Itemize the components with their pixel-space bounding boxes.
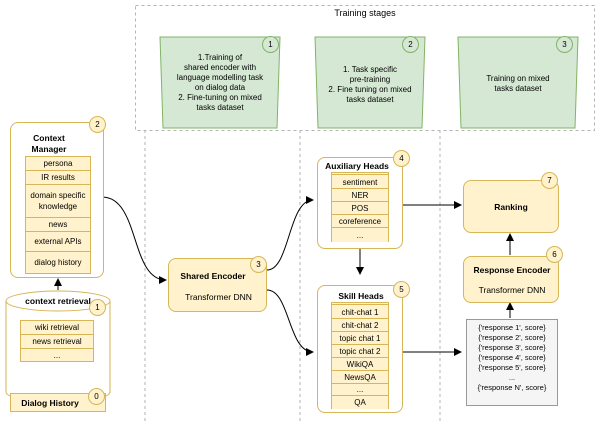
skill-head-item: QA xyxy=(354,398,366,407)
training-stages-title: Training stages xyxy=(334,8,396,18)
response-encoder-subtitle: Transformer DNN xyxy=(478,285,546,295)
auxiliary-heads-title: Auxiliary Heads xyxy=(325,161,389,171)
context-item: persona xyxy=(26,157,90,171)
response-item: {'response 2', score} xyxy=(478,333,546,342)
response-item: ... xyxy=(508,373,516,382)
aux-head-item: ... xyxy=(356,230,364,240)
stage-2-box xyxy=(314,36,426,129)
context-manager: Context Manager persona IR results domai… xyxy=(10,122,104,278)
shared-encoder-title: Shared Encoder xyxy=(180,271,246,281)
response-item: {'response 3', score} xyxy=(478,343,546,352)
skill-head-item: topic chat 1 xyxy=(332,332,388,345)
response-encoder: Response Encoder Transformer DNN xyxy=(463,256,559,303)
aux-head-item: coreference xyxy=(332,215,388,228)
retrieval-cylinder-top xyxy=(5,290,111,312)
context-retrieval-title: context retrieval xyxy=(25,296,91,306)
skill-heads-title: Skill Heads xyxy=(338,291,384,301)
stage-1-badge: 1 xyxy=(262,36,279,53)
arrow-manager-to-encoder xyxy=(101,196,167,284)
response-item: {'response 1', score} xyxy=(478,323,546,332)
retrieval-item: news retrieval xyxy=(21,335,93,349)
context-manager-badge: 2 xyxy=(89,116,106,133)
stage-3-badge: 3 xyxy=(556,36,573,53)
auxiliary-heads-badge: 4 xyxy=(393,150,410,167)
retrieval-item: ... xyxy=(53,351,61,360)
context-item: news xyxy=(26,218,90,232)
skill-head-item: chit-chat 2 xyxy=(332,319,388,332)
stage-3-box xyxy=(457,36,579,129)
context-retrieval-list: wiki retrieval news retrieval ... xyxy=(20,320,94,362)
arrow-encoder-to-aux xyxy=(266,196,314,271)
context-item: IR results xyxy=(26,171,90,185)
stage-2-badge: 2 xyxy=(402,36,419,53)
ranking: Ranking xyxy=(463,180,559,233)
response-encoder-badge: 6 xyxy=(546,246,563,263)
dialog-history-badge: 0 xyxy=(88,388,105,405)
responses-box: {'response 1', score} {'response 2', sco… xyxy=(466,319,558,406)
skill-head-item: chit-chat 1 xyxy=(332,306,388,319)
ranking-badge: 7 xyxy=(541,172,558,189)
aux-head-item: POS xyxy=(332,202,388,215)
stage-1-text: 1.Training of shared encoder with langua… xyxy=(176,53,264,112)
context-manager-title: Context Manager xyxy=(31,133,67,154)
response-encoder-title: Response Encoder xyxy=(473,265,551,275)
dialog-history: Dialog History xyxy=(10,393,106,412)
skill-head-item: WikiQA xyxy=(332,358,388,371)
aux-head-item: NER xyxy=(332,189,388,202)
response-item: {'response 4', score} xyxy=(478,353,546,362)
shared-encoder-subtitle: Transformer DNN xyxy=(185,292,252,302)
dialog-history-title: Dialog History xyxy=(21,397,79,408)
skill-head-item: topic chat 2 xyxy=(332,345,388,358)
context-manager-list: persona IR results domain specific knowl… xyxy=(25,156,91,274)
skill-head-item: ... xyxy=(332,384,388,396)
retrieval-item: wiki retrieval xyxy=(21,321,93,335)
skill-heads-badge: 5 xyxy=(393,281,410,298)
skill-heads-list: chit-chat 1 chit-chat 2 topic chat 1 top… xyxy=(331,302,389,409)
context-item: external APIs xyxy=(26,232,90,252)
response-item: {'response N', score} xyxy=(477,383,547,392)
auxiliary-heads-list: sentiment NER POS coreference ... xyxy=(331,172,389,242)
ranking-title: Ranking xyxy=(494,201,528,212)
stage-2-text: 1. Task specific pre-training 2. Fine tu… xyxy=(328,65,412,104)
context-item: dialog history xyxy=(34,257,82,267)
stage-1-box xyxy=(159,36,281,129)
arrow-encoder-to-skill xyxy=(266,289,314,356)
response-item: {'response 5', score} xyxy=(478,363,546,372)
context-retrieval-badge: 1 xyxy=(89,299,106,316)
aux-head-item: sentiment xyxy=(332,176,388,189)
shared-encoder-badge: 3 xyxy=(250,256,267,273)
stage-3-text: Training on mixed tasks dataset xyxy=(486,74,550,93)
skill-head-item: NewsQA xyxy=(332,371,388,384)
training-stages-frame xyxy=(135,5,595,131)
context-item: domain specific knowledge xyxy=(26,185,90,218)
